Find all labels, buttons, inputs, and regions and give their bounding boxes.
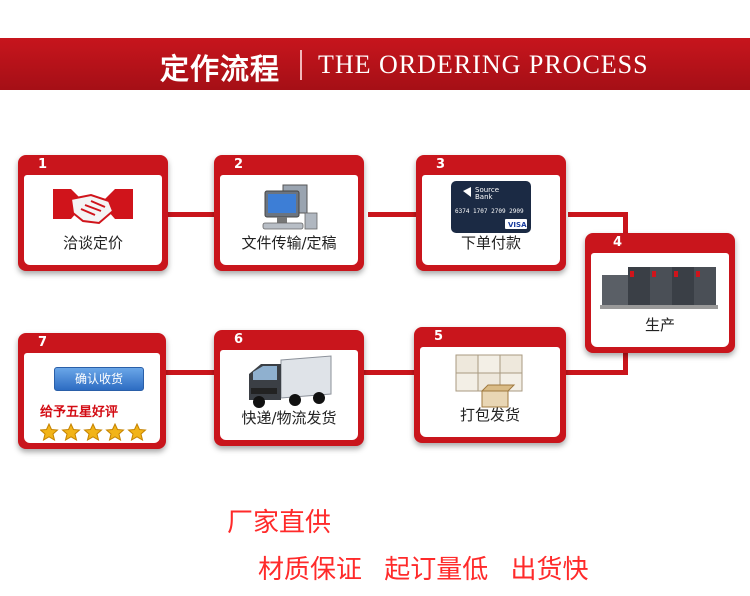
connector-6-7 (166, 370, 216, 375)
step-card-4: 4 生产 (585, 233, 735, 353)
step-card-3: 3 Source Bank 6374 1707 2709 2909 VISA 下… (416, 155, 566, 271)
step-number: 1 (38, 157, 48, 172)
connector-4-5 (565, 370, 628, 375)
connector-4-5-down (623, 350, 628, 374)
tagline-features: 材质保证 起订量低 出货快 (258, 555, 589, 585)
confirm-receipt-button[interactable]: 确认收货 (54, 367, 144, 391)
tagline-factory-direct: 厂家直供 (227, 508, 332, 538)
five-stars-icon (40, 423, 147, 441)
step-card-7: 7 确认收货 给予五星好评 (18, 333, 166, 449)
connector-3-4 (568, 212, 628, 217)
step-number: 3 (436, 157, 446, 172)
page-title-cn: 定作流程 (160, 52, 281, 86)
five-star-review-text: 给予五星好评 (40, 405, 119, 420)
boxes-icon (455, 354, 523, 408)
svg-text:Bank: Bank (475, 193, 494, 201)
computer-icon (262, 184, 318, 230)
step-card-5: 5 打包发货 (414, 327, 566, 443)
step-number: 2 (234, 157, 244, 172)
handshake-icon (53, 189, 133, 225)
step-label: 快递/物流发货 (241, 409, 337, 427)
printing-press-icon (600, 267, 718, 309)
svg-text:VISA: VISA (508, 221, 527, 229)
step-label: 下单付款 (460, 234, 521, 252)
connector-5-6 (363, 370, 417, 375)
card-brand-text: Source (475, 186, 499, 194)
connector-3-4-down (623, 212, 628, 234)
step-number: 4 (613, 235, 623, 250)
step-label: 洽谈定价 (62, 234, 123, 252)
credit-card-icon: Source Bank 6374 1707 2709 2909 VISA (451, 181, 531, 233)
step-label: 生产 (644, 316, 675, 334)
step-label: 打包发货 (459, 406, 520, 424)
svg-text:6374 1707 2709 2909: 6374 1707 2709 2909 (455, 208, 524, 215)
header-banner (0, 38, 750, 90)
step-card-6: 6 快递/物流发货 (214, 330, 364, 446)
step-label: 文件传输/定稿 (241, 234, 337, 252)
step-number: 7 (38, 335, 48, 350)
step-number: 6 (234, 332, 244, 347)
connector-1-2 (168, 212, 216, 217)
connector-2-3 (368, 212, 418, 217)
step-number: 5 (434, 329, 444, 344)
step-card-2: 2 文件传输/定稿 (214, 155, 364, 271)
step-card-1: 1 洽谈定价 (18, 155, 168, 271)
title-divider (300, 50, 302, 80)
truck-icon (249, 355, 332, 408)
page-title-en: THE ORDERING PROCESS (318, 50, 649, 79)
